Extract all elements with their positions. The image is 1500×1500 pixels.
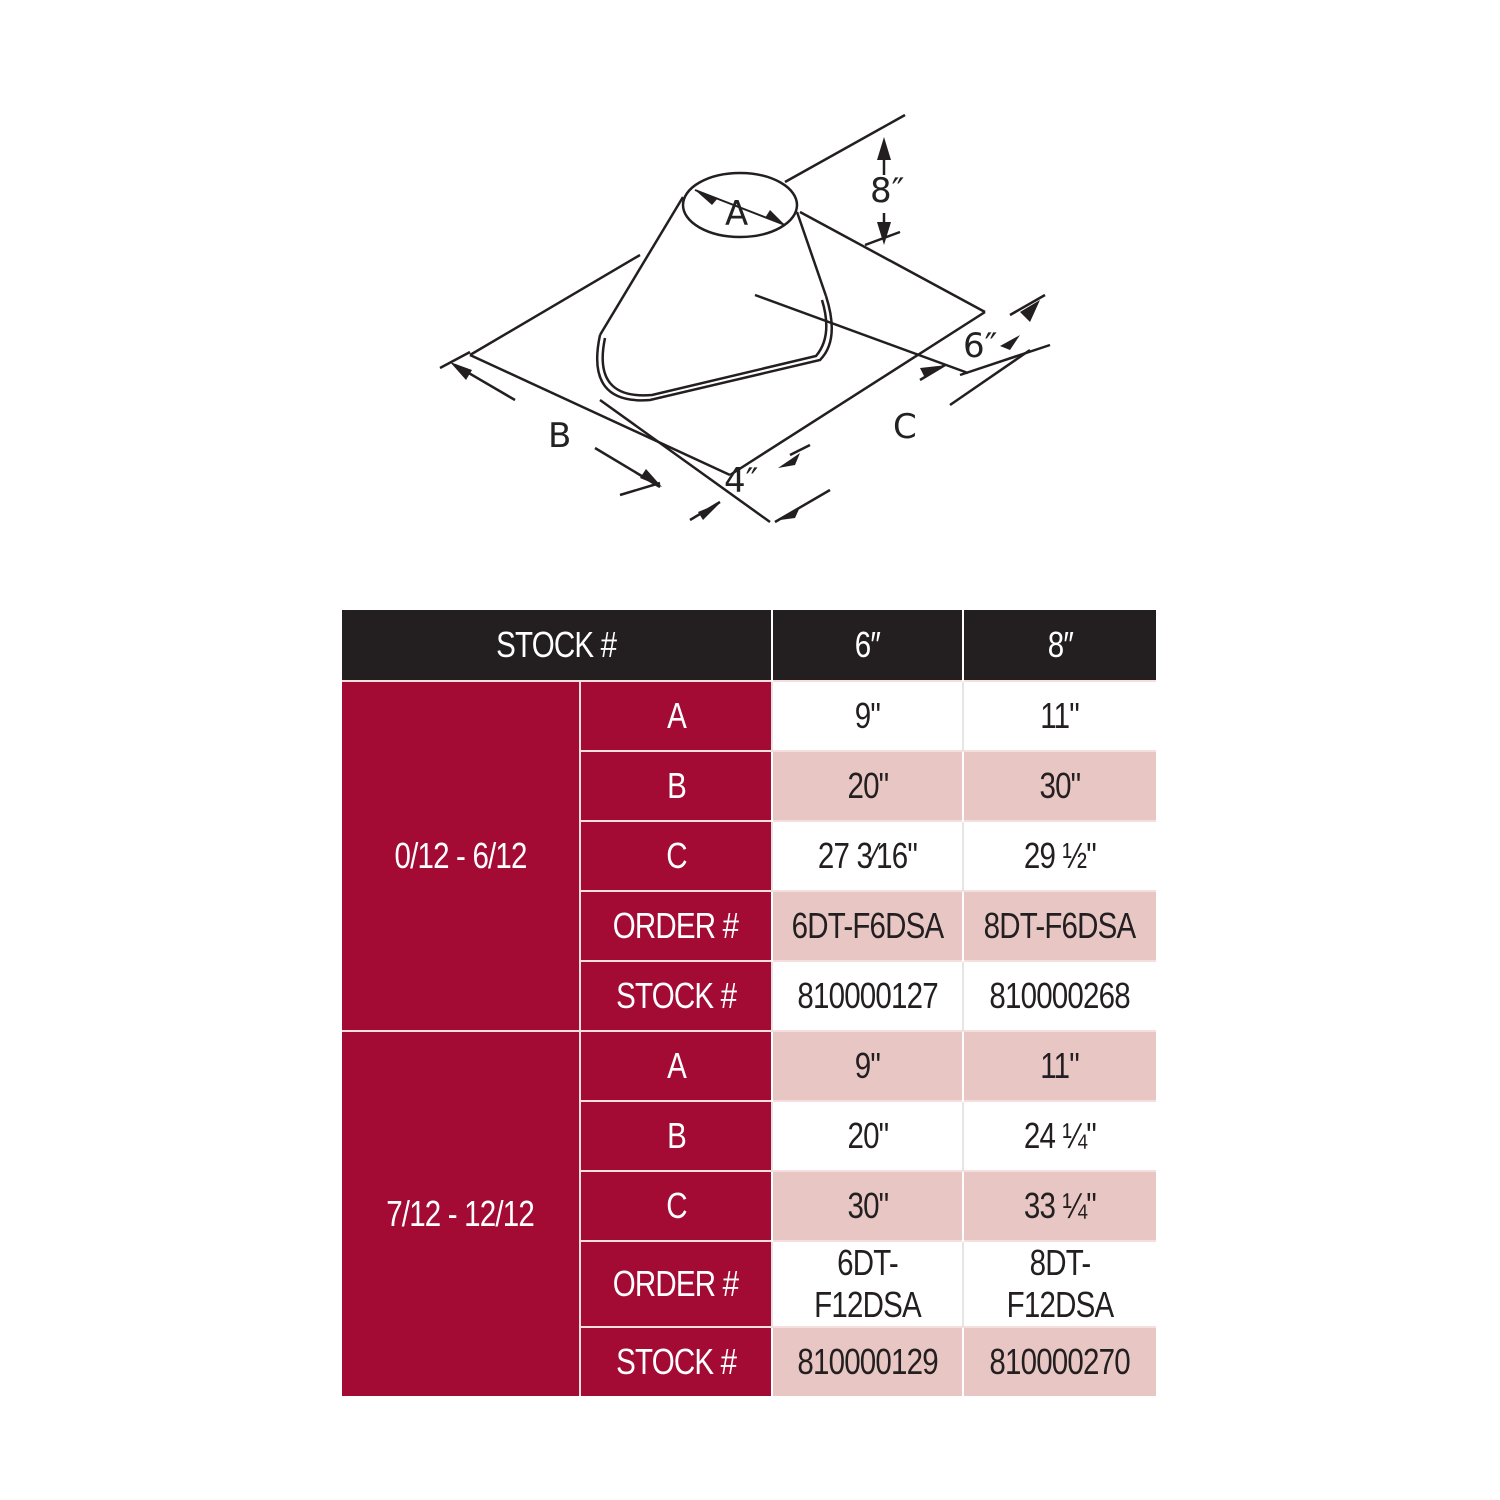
table-row: B 20" 30": [342, 750, 1157, 821]
cell-6in: 810000129: [771, 1326, 964, 1396]
cell-6in: 9": [771, 1030, 964, 1101]
row-label: STOCK #: [580, 1326, 773, 1396]
row-label: A: [580, 680, 773, 751]
header-6in: 6″: [771, 610, 964, 681]
row-label: ORDER #: [580, 1240, 773, 1327]
dimension-label-a: A: [725, 194, 748, 234]
cell-6in: 20": [771, 1100, 964, 1171]
row-label: A: [580, 1030, 773, 1101]
dimension-label-front-margin: 4″: [724, 461, 758, 501]
row-label: ORDER #: [580, 890, 773, 961]
cell-8in: 8DT-F12DSA: [962, 1240, 1157, 1327]
table-row: C 27 3⁄16" 29 ½": [342, 820, 1157, 891]
table-row: STOCK # 810000127 810000268: [342, 960, 1157, 1031]
table-row: 7/12 - 12/12 A 9" 11": [342, 1030, 1157, 1396]
cell-8in: 33 ¼": [962, 1170, 1157, 1241]
cell-6in: 30": [771, 1170, 964, 1241]
header-8in: 8″: [962, 610, 1157, 681]
cell-8in: 11": [962, 1030, 1157, 1101]
header-row: STOCK # 6″ 8″: [342, 610, 1157, 681]
table-row: 0/12 - 6/12 A 9" 11": [342, 680, 1157, 1031]
row-label: B: [580, 1100, 773, 1171]
cell-8in: 8DT-F6DSA: [962, 890, 1157, 961]
pitch-group-label: 7/12 - 12/12: [342, 1030, 581, 1396]
cell-6in: 810000127: [771, 960, 964, 1031]
table-row: STOCK # 810000129 810000270: [342, 1326, 1157, 1396]
cell-8in: 29 ½": [962, 820, 1157, 891]
row-label: C: [580, 1170, 773, 1241]
cell-8in: 11": [962, 680, 1157, 751]
spec-table: STOCK # 6″ 8″ 0/12 - 6/12 A 9" 11" B 20"…: [342, 610, 1157, 1396]
pitch-group-label: 0/12 - 6/12: [342, 680, 581, 1031]
roof-flashing-drawing: A 8″ 6″ B C 4″: [439, 113, 1051, 524]
cell-8in: 24 ¼": [962, 1100, 1157, 1171]
cell-8in: 810000270: [962, 1326, 1157, 1396]
cell-8in: 810000268: [962, 960, 1157, 1031]
table-row: C 30" 33 ¼": [342, 1170, 1157, 1241]
table-row: B 20" 24 ¼": [342, 1100, 1157, 1171]
dimension-label-c: C: [893, 407, 917, 447]
row-label: C: [580, 820, 773, 891]
cell-6in: 9": [771, 680, 964, 751]
flashing-diagram: A 8″ 6″ B C 4″: [0, 0, 1500, 560]
cell-6in: 6DT-F6DSA: [771, 890, 964, 961]
header-stock: STOCK #: [342, 610, 773, 681]
cell-6in: 27 3⁄16": [771, 820, 964, 891]
table-row: ORDER # 6DT-F12DSA 8DT-F12DSA: [342, 1240, 1157, 1327]
dimension-label-b: B: [548, 416, 571, 456]
row-label: B: [580, 750, 773, 821]
row-label: STOCK #: [580, 960, 773, 1031]
dimension-label-height: 8″: [870, 171, 904, 211]
cell-8in: 30": [962, 750, 1157, 821]
cell-6in: 20": [771, 750, 964, 821]
dimension-label-right-margin: 6″: [963, 326, 997, 366]
cell-6in: 6DT-F12DSA: [771, 1240, 964, 1327]
table-row: ORDER # 6DT-F6DSA 8DT-F6DSA: [342, 890, 1157, 961]
